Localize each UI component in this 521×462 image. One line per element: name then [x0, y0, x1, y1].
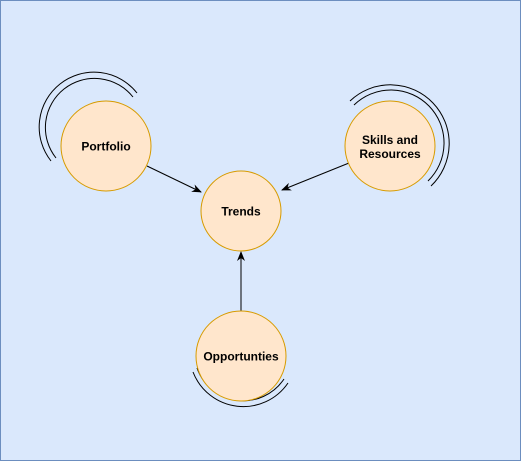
node-skills-label-line1: Skills and [362, 133, 418, 147]
node-skills-label-line2: Resources [359, 147, 421, 161]
node-trends[interactable]: Trends [200, 170, 282, 252]
portfolio-arcs [38, 71, 138, 162]
node-opportunities-label: Opportunties [203, 350, 279, 364]
skills-arcs [349, 84, 450, 187]
edge-portfolio-to-trends [146, 165, 202, 193]
node-opportunities[interactable]: Opportunties [195, 310, 287, 402]
node-skills-and-resources[interactable]: Skills and Resources [344, 100, 436, 192]
node-trends-label: Trends [221, 205, 261, 219]
edge-skills-to-trends [281, 162, 350, 191]
node-portfolio[interactable]: Portfolio [60, 100, 152, 192]
node-portfolio-label: Portfolio [81, 140, 130, 154]
